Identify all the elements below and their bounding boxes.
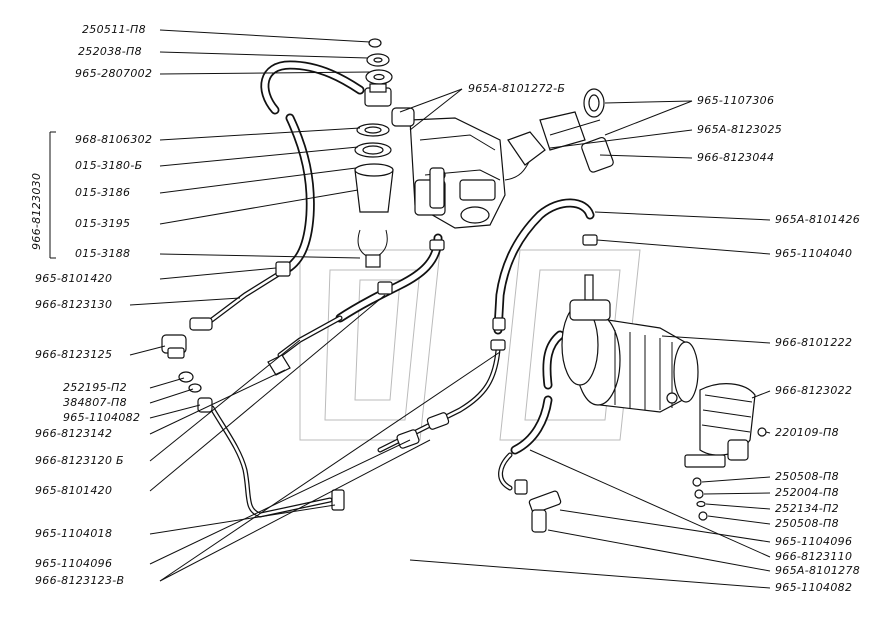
- assembly-group-label: 966-8123030: [30, 173, 43, 250]
- callout-label: 966-8123022: [775, 384, 852, 397]
- left-leader-lines: [129, 29, 501, 582]
- callout-label: 966-8101222: [775, 336, 852, 349]
- watermark-graphic: [299, 249, 641, 441]
- callout-label: 015-3195: [75, 217, 130, 230]
- left-fittings: [161, 167, 450, 511]
- heater-unit: [561, 299, 699, 413]
- callout-label: 965-1104040: [775, 247, 852, 260]
- callout-label: 966-8123142: [35, 427, 112, 440]
- callout-label: 968-8106302: [75, 133, 152, 146]
- callout-label: 015-3180-Б: [75, 159, 142, 172]
- callout-label: 965-1104082: [775, 581, 852, 594]
- callout-label: 252195-П2: [63, 381, 127, 394]
- callout-label: 965-8101420: [35, 272, 112, 285]
- callout-label: 966-8123044: [697, 151, 774, 164]
- right-callouts: 965А-8101272-Б 965-1107306 965А-8123025 …: [468, 82, 860, 594]
- callout-label: 015-3186: [75, 186, 130, 199]
- callout-label: 252004-П8: [775, 486, 839, 499]
- top-fittings: [354, 38, 393, 158]
- small-hardware: [692, 477, 708, 521]
- callout-label: 250511-П8: [82, 23, 146, 36]
- fuel-pump-body: [391, 107, 531, 229]
- callout-label: 965-8101420: [35, 484, 112, 497]
- callout-label: 965А-8123025: [697, 123, 782, 136]
- callout-label: 965-1104082: [63, 411, 140, 424]
- callout-label: 966-8123110: [775, 550, 852, 563]
- hose-system: [202, 60, 595, 518]
- callout-label: 966-8123120 Б: [35, 454, 124, 467]
- callout-label: 965А-8101426: [775, 213, 860, 226]
- callout-label: 252134-П2: [775, 502, 839, 515]
- callout-label: 965-1104096: [35, 557, 112, 570]
- callout-label: 965-1107306: [697, 94, 774, 107]
- tee-connector: [514, 479, 562, 533]
- filter-bowl: [354, 163, 394, 268]
- fuel-tap: [507, 88, 614, 173]
- callout-label: 250508-П8: [775, 517, 839, 530]
- callout-label: 220109-П8: [775, 426, 839, 439]
- clamp-band: [684, 383, 767, 468]
- callout-label: 250508-П8: [775, 470, 839, 483]
- callout-label: 966-8123125: [35, 348, 112, 361]
- callout-label: 965-2807002: [75, 67, 152, 80]
- left-callouts: 250511-П8 252038-П8 965-2807002 968-8106…: [35, 23, 152, 587]
- callout-label: 384807-П8: [63, 396, 127, 409]
- callout-label: 252038-П8: [78, 45, 142, 58]
- right-leader-lines: [399, 88, 771, 589]
- callout-label: 965А-8101278: [775, 564, 860, 577]
- callout-label: 965А-8101272-Б: [468, 82, 565, 95]
- assembly-bracket: [49, 131, 56, 259]
- callout-label: 965-1104096: [775, 535, 852, 548]
- callout-label: 966-8123123-В: [35, 574, 124, 587]
- right-fittings: [490, 234, 598, 351]
- callout-label: 965-1104018: [35, 527, 112, 540]
- callout-label: 966-8123130: [35, 298, 112, 311]
- callout-label: 015-3188: [75, 247, 130, 260]
